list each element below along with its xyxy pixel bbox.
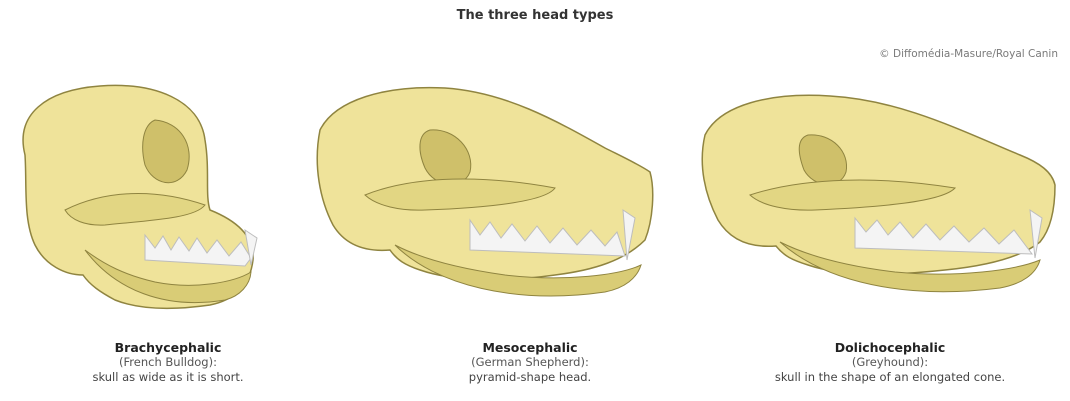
head-type-name: Dolichocephalic: [720, 340, 1060, 355]
diagram-title: The three head types: [0, 8, 1070, 23]
head-type-description: skull as wide as it is short.: [0, 370, 338, 385]
head-type-name: Mesocephalic: [360, 340, 700, 355]
head-type-description: skull in the shape of an elongated cone.: [720, 370, 1060, 385]
caption-mesocephalic: Mesocephalic (German Shepherd): pyramid-…: [360, 340, 700, 385]
mesocephalic-skull-icon: [305, 60, 660, 330]
brachycephalic-skull-icon: [5, 60, 260, 330]
caption-dolichocephalic: Dolichocephalic (Greyhound): skull in th…: [720, 340, 1060, 385]
image-credit: © Diffomédia-Masure/Royal Canin: [879, 48, 1058, 60]
head-type-description: pyramid-shape head.: [360, 370, 700, 385]
dolichocephalic-skull-icon: [690, 60, 1060, 330]
head-type-breed: (German Shepherd):: [360, 355, 700, 370]
head-type-breed: (Greyhound):: [720, 355, 1060, 370]
head-type-name: Brachycephalic: [0, 340, 338, 355]
caption-brachycephalic: Brachycephalic (French Bulldog): skull a…: [0, 340, 338, 385]
head-type-breed: (French Bulldog):: [0, 355, 338, 370]
